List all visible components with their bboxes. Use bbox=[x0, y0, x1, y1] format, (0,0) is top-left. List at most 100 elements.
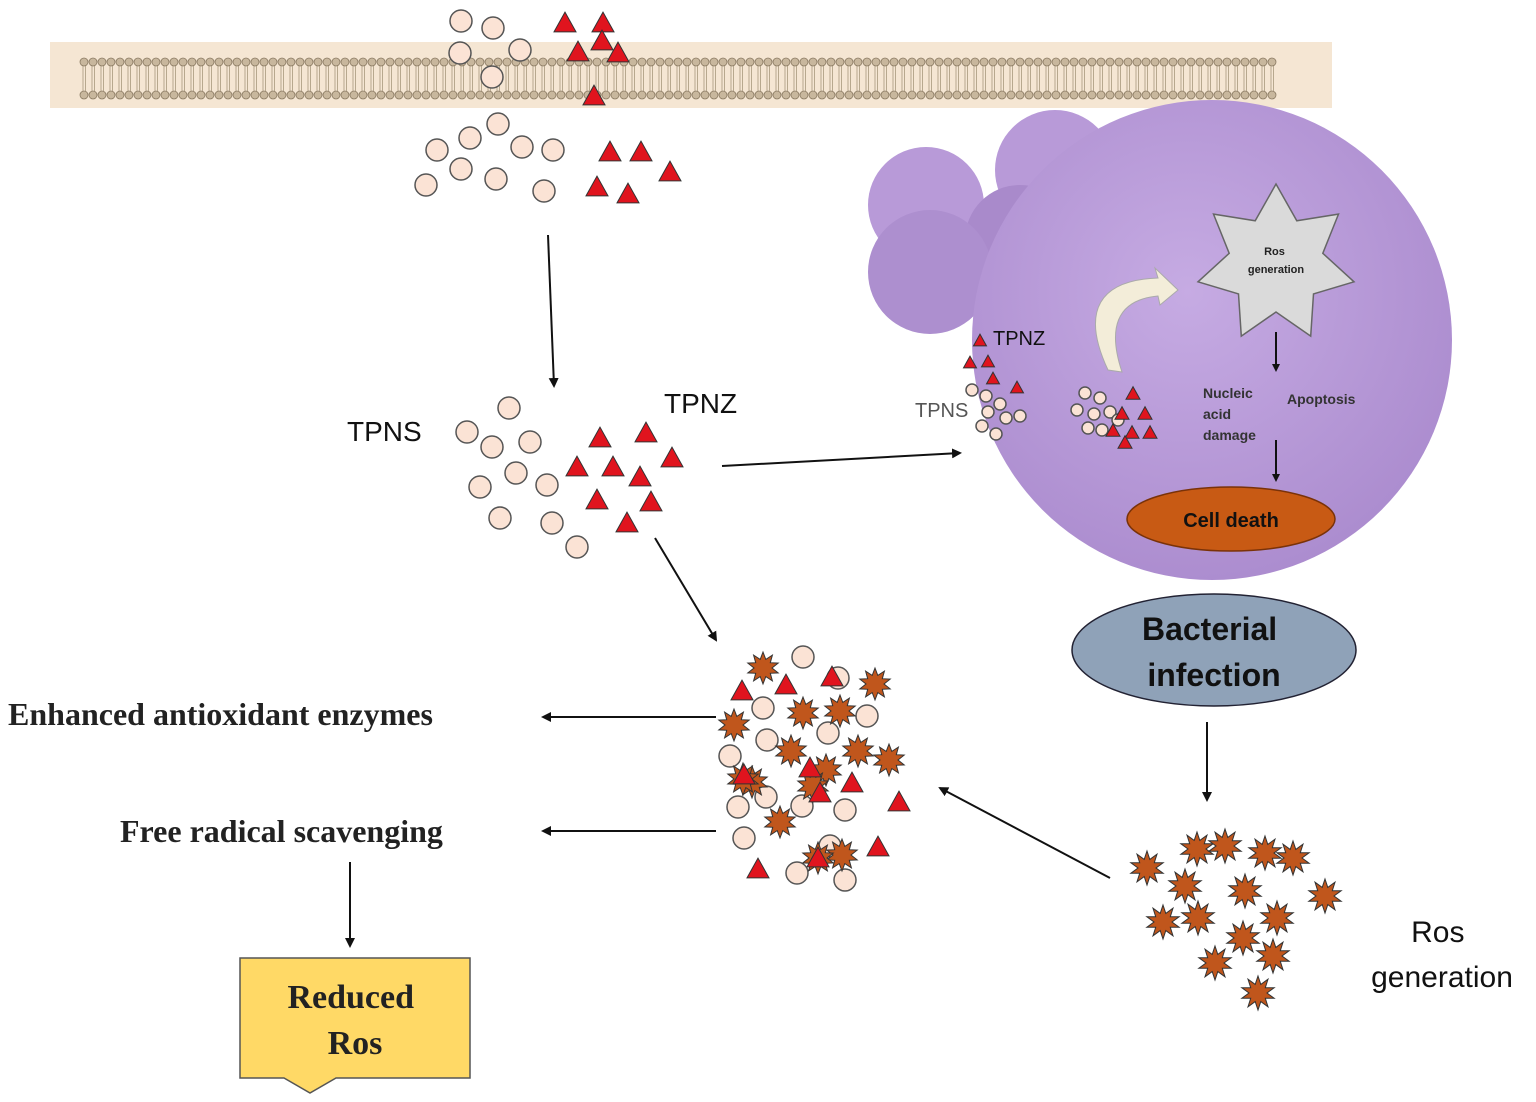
cell-internal-particles bbox=[1070, 385, 1158, 449]
nanoparticle-tpns bbox=[455, 420, 479, 444]
nanoparticle-tpnz bbox=[962, 355, 978, 369]
nucleic-acid-damage-label: Nucleic acid damage bbox=[1203, 385, 1257, 443]
ros-particle bbox=[825, 837, 859, 873]
nanoparticle-tpns bbox=[981, 405, 995, 419]
nanoparticle-tpnz bbox=[840, 771, 864, 793]
nanoparticle-tpnz bbox=[1105, 422, 1121, 437]
ros-particle bbox=[872, 742, 906, 778]
ros-particle bbox=[1247, 834, 1283, 872]
nanoparticle-tpnz bbox=[553, 11, 577, 33]
nanoparticle-tpns bbox=[504, 461, 528, 485]
nanoparticle-tpns bbox=[816, 721, 840, 745]
nanoparticle-tpnz bbox=[616, 182, 640, 204]
ros-particle bbox=[1167, 867, 1203, 905]
nanoparticle-tpnz bbox=[585, 488, 609, 510]
ros-particle bbox=[823, 693, 857, 729]
nanoparticle-tpnz bbox=[1137, 405, 1153, 420]
nanoparticle-tpns bbox=[497, 396, 521, 420]
cell-membrane bbox=[50, 42, 1332, 108]
nanoparticle-tpnz bbox=[615, 511, 639, 533]
nanoparticle-tpns bbox=[449, 9, 473, 33]
bacterial-infection-ellipse bbox=[1071, 593, 1357, 707]
nanoparticle-tpnz bbox=[585, 175, 609, 197]
ros-particle bbox=[1240, 974, 1276, 1012]
nanoparticle-tpns bbox=[1013, 409, 1027, 423]
tpns-cell-label: TPNS bbox=[915, 400, 968, 422]
nanoparticle-tpnz bbox=[582, 84, 606, 106]
nanoparticle-tpns bbox=[540, 511, 564, 535]
nanoparticle-tpns bbox=[541, 138, 565, 162]
nanoparticle-tpnz bbox=[591, 11, 615, 33]
ros-particle bbox=[746, 650, 780, 686]
nanoparticle-tpns bbox=[486, 112, 510, 136]
ros-particle bbox=[1197, 944, 1233, 982]
nanoparticle-tpns bbox=[488, 506, 512, 530]
nanoparticle-tpnz bbox=[628, 465, 652, 487]
nanoparticle-tpnz bbox=[1009, 380, 1025, 394]
membrane-particles bbox=[414, 9, 682, 204]
nanoparticle-tpnz bbox=[730, 679, 754, 701]
arrow-ros-to-mixture bbox=[938, 787, 1111, 879]
cell-death-ellipse bbox=[1126, 486, 1336, 552]
nanoparticle-tpns bbox=[1070, 403, 1084, 417]
arrow-to-mixture bbox=[654, 537, 718, 642]
nanoparticle-tpns bbox=[414, 173, 438, 197]
nanoparticle-tpnz bbox=[1114, 405, 1130, 420]
reduced-ros-label: Reduced Ros bbox=[287, 979, 422, 1062]
nanoparticle-tpns bbox=[979, 389, 993, 403]
nanoparticle-tpns bbox=[484, 167, 508, 191]
nanoparticle-tpns bbox=[1095, 423, 1109, 437]
reduced-ros-box bbox=[239, 957, 471, 1094]
nanoparticle-tpnz bbox=[639, 490, 663, 512]
nanoparticle-tpnz bbox=[1124, 424, 1140, 439]
nanoparticle-tpns bbox=[751, 696, 775, 720]
nanoparticle-tpns bbox=[855, 704, 879, 728]
ros-particle bbox=[1225, 919, 1261, 957]
nanoparticle-tpns bbox=[481, 16, 505, 40]
tpnz-cell-label: TPNZ bbox=[993, 328, 1045, 350]
tpnz-label: TPNZ bbox=[664, 388, 737, 419]
nanoparticle-tpns bbox=[999, 411, 1013, 425]
nanoparticle-tpns bbox=[791, 645, 815, 669]
nanoparticle-tpnz bbox=[808, 781, 832, 803]
ros-generation-label: Ros generation bbox=[1371, 916, 1513, 994]
nanoparticle-tpnz bbox=[598, 140, 622, 162]
bacterial-infection-label: Bacterial infection bbox=[1142, 611, 1286, 693]
ros-particle bbox=[717, 707, 751, 743]
nanoparticle-tpnz bbox=[774, 673, 798, 695]
nanoparticle-tpns bbox=[458, 126, 482, 150]
nanoparticle-tpns bbox=[1078, 386, 1092, 400]
ros-particle bbox=[1207, 827, 1243, 865]
ros-particle bbox=[1179, 830, 1215, 868]
nanoparticle-tpns bbox=[726, 795, 750, 819]
arrow-down-to-nanoparticles bbox=[547, 234, 559, 388]
ros-particle bbox=[1259, 899, 1295, 937]
nanoparticle-tpnz bbox=[606, 41, 630, 63]
nanoparticle-tpnz bbox=[887, 790, 911, 812]
nanoparticle-tpns bbox=[1103, 405, 1117, 419]
tpns-label: TPNS bbox=[347, 416, 422, 447]
nanoparticle-tpnz bbox=[1142, 424, 1158, 439]
curved-uptake-arrow bbox=[1094, 266, 1179, 373]
nanoparticle-tpnz bbox=[565, 455, 589, 477]
nanoparticle-tpns bbox=[993, 397, 1007, 411]
ros-particle bbox=[1145, 903, 1181, 941]
nanoparticle-tpns bbox=[1081, 421, 1095, 435]
nanoparticle-tpnz bbox=[590, 29, 614, 51]
nanoparticle-tpns bbox=[833, 798, 857, 822]
nanoparticle-tpnz bbox=[806, 846, 830, 868]
nanoparticle-tpnz bbox=[1117, 434, 1133, 449]
nanoparticle-tpnz bbox=[866, 835, 890, 857]
nanoparticle-tpnz bbox=[732, 763, 756, 785]
nanoparticle-tpns bbox=[718, 744, 742, 768]
nanoparticle-tpnz bbox=[985, 371, 1001, 385]
ros-particle bbox=[841, 733, 875, 769]
ros-cluster bbox=[1129, 827, 1343, 1012]
nanoparticle-tpnz bbox=[820, 665, 844, 687]
nanoparticle-tpns bbox=[989, 427, 1003, 441]
nanoparticle-tpns bbox=[480, 435, 504, 459]
cell-entry-particles bbox=[962, 333, 1027, 441]
free-radical-label: Free radical scavenging bbox=[120, 813, 443, 849]
nanoparticle-tpns bbox=[1093, 391, 1107, 405]
